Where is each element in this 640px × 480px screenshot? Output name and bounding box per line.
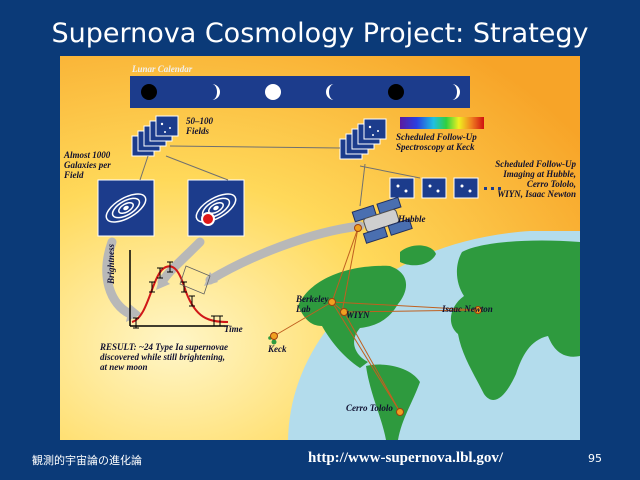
- diagram-graphics: [60, 56, 580, 440]
- follow-up-image-thumbnails: [389, 177, 501, 199]
- wiyn-label: WIYN: [346, 310, 370, 320]
- lunar-calendar-bar: [130, 76, 470, 108]
- light-curve-points: [133, 261, 223, 329]
- spectrum-bar: [400, 117, 484, 129]
- spectroscopy-label: Scheduled Follow-Up Spectroscopy at Keck: [396, 132, 477, 152]
- light-curve-line: [131, 265, 229, 323]
- imaging-label: Scheduled Follow-Up Imaging at Hubble, C…: [495, 159, 576, 199]
- page-number: 95: [588, 452, 602, 465]
- footer-url-link[interactable]: http://www-supernova.lbl.gov/: [308, 450, 504, 466]
- full-moon-icon: [265, 84, 281, 100]
- hubble-telescope-icon: [351, 196, 413, 244]
- light-curve-plot: [129, 250, 229, 329]
- berkeley-lab-label: Berkeley Lab: [296, 294, 329, 314]
- supernova-marker-icon: [201, 212, 215, 226]
- time-axis-label: Time: [224, 324, 243, 334]
- keck-label: Keck: [268, 344, 287, 354]
- brightness-axis-label: Brightness: [106, 243, 116, 284]
- light-curve-bracket: [179, 265, 211, 295]
- new-moon-icon: [141, 84, 157, 100]
- continents: [268, 240, 580, 440]
- waxing-moon-icon: [452, 84, 460, 100]
- connector-lines: [139, 145, 421, 207]
- hubble-label: Hubble: [398, 214, 426, 224]
- slide-title: Supernova Cosmology Project: Strategy: [51, 18, 589, 49]
- fields-label: 50–100 Fields: [186, 116, 213, 136]
- strategy-diagram: Lunar Calendar 50–100 Fields Almost 1000…: [60, 56, 580, 440]
- observatory-markers: [270, 224, 482, 416]
- galaxy-spiral-icon: [105, 193, 147, 223]
- waning-moon-icon: [326, 84, 334, 100]
- field-image-stack-left: [131, 115, 179, 157]
- galaxies-label: Almost 1000 Galaxies per Field: [64, 150, 111, 180]
- field-image-stack-right: [339, 118, 387, 160]
- footer-course-title: 観測的宇宙論の進化論: [32, 454, 142, 467]
- new-moon-icon: [388, 84, 404, 100]
- isaac-newton-label: Isaac Newton: [442, 304, 493, 314]
- waxing-moon-icon: [212, 84, 220, 100]
- lunar-calendar-label: Lunar Calendar: [132, 64, 193, 74]
- result-text: RESULT: ~24 Type Ia supernovae discovere…: [100, 342, 228, 372]
- cerro-tololo-label: Cerro Tololo: [346, 403, 393, 413]
